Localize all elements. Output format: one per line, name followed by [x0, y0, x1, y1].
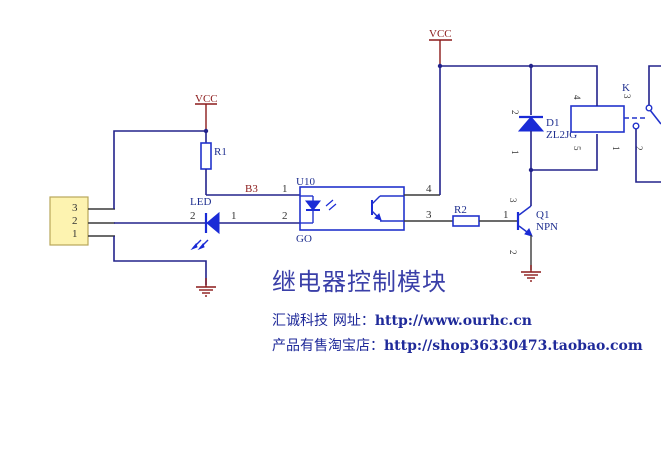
diode-pin-1: 1: [510, 150, 520, 155]
resistor-r2: [452, 215, 480, 227]
net-label-b3: B3: [245, 183, 258, 195]
transistor-q1: [516, 205, 533, 237]
diode-value-label: ZL2JG: [546, 129, 577, 141]
led-label: LED: [190, 196, 211, 208]
relay-coil: [570, 105, 625, 133]
connector-pin-3: 3: [72, 202, 78, 214]
opto-pin-3: 3: [426, 209, 432, 221]
relay-pin-5: 5: [572, 146, 582, 151]
shop-info-line: 产品有售淘宝店：http://shop36330473.taobao.com: [272, 335, 643, 355]
wire-vcc-relay: [440, 65, 598, 91]
transistor-type-label: NPN: [536, 221, 558, 233]
resistor-r2-label: R2: [454, 204, 467, 216]
transistor-pin-2: 2: [508, 250, 518, 255]
connector-pin-2: 2: [72, 215, 78, 227]
opto-pin-1: 1: [282, 183, 288, 195]
relay-switch-icon: [632, 65, 661, 183]
company-info-line: 汇诚科技 网址：http://www.ourhc.cn: [272, 310, 532, 330]
diode-pin-2: 2: [510, 110, 520, 115]
relay-pin-2: 2: [634, 146, 644, 151]
shop-link[interactable]: http://shop36330473.taobao.com: [384, 338, 643, 354]
company-name: 汇诚科技: [272, 313, 328, 329]
led-pin-1: 1: [231, 210, 237, 222]
diode-ref-label: D1: [546, 117, 559, 129]
opto-sub-label: GO: [296, 233, 312, 245]
led-pin-2: 2: [190, 210, 196, 222]
opto-transistor-icon: [371, 195, 404, 222]
relay-pin-1: 1: [611, 146, 621, 151]
opto-ref-label: U10: [296, 176, 315, 188]
resistor-r1: [200, 142, 212, 170]
optocoupler-u10: [299, 186, 405, 231]
website-label: 网址：: [332, 313, 375, 329]
diode-d1: [517, 116, 545, 132]
relay-ref-label: K: [622, 82, 630, 94]
opto-pin-4: 4: [426, 183, 432, 195]
wire-vcc-left: [113, 130, 206, 209]
connector-body: [49, 196, 89, 246]
vcc-label-right: VCC: [429, 28, 452, 40]
ground-icon-left: [196, 278, 216, 297]
led-light-icon: [190, 239, 209, 251]
connector-pin-1: 1: [72, 228, 78, 240]
resistor-r1-label: R1: [214, 146, 227, 158]
relay-pin-4: 4: [572, 95, 582, 100]
vcc-label-left: VCC: [195, 93, 218, 105]
transistor-ref-label: Q1: [536, 209, 549, 221]
ground-icon-right: [521, 265, 541, 282]
led-symbol: [206, 211, 220, 235]
transistor-pin-3: 3: [508, 198, 518, 203]
opto-pin-2: 2: [282, 210, 288, 222]
shop-label: 产品有售淘宝店：: [272, 338, 384, 354]
relay-pin-3: 3: [622, 94, 632, 99]
transistor-pin-1: 1: [503, 209, 509, 221]
opto-led-icon: [300, 195, 337, 224]
module-title: 继电器控制模块: [272, 268, 447, 296]
wire-relay-coil-bottom: [531, 134, 598, 171]
website-link[interactable]: http://www.ourhc.cn: [374, 313, 532, 329]
wire-ground-left: [113, 236, 207, 285]
